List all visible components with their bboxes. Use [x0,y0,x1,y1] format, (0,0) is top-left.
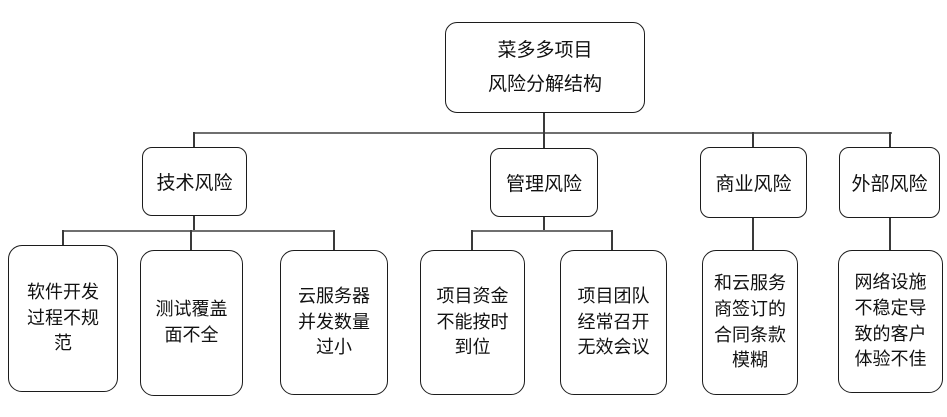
software-process-risk-label: 软件开发过程不规范 [27,282,99,355]
connector-technical-bottom [193,215,195,232]
connector-external-bottom [889,217,891,251]
connector-leaf2-drop [190,230,192,251]
node-external-risk: 外部风险 [839,147,940,218]
node-technical-risk: 技术风险 [142,147,247,216]
connector-commercial-top [752,132,754,148]
node-software-process-risk: 软件开发过程不规范 [8,245,118,392]
connector-management-bus [471,230,613,232]
node-management-risk: 管理风险 [490,148,598,217]
management-risk-label: 管理风险 [505,173,582,195]
connector-management-top [543,132,545,149]
node-network-experience-risk: 网络设施不稳定导致的客户体验不佳 [838,250,943,393]
node-contract-terms-risk: 和云服务商签订的合同条款模糊 [702,250,798,395]
connector-leaf4-drop [471,230,473,251]
node-commercial-risk: 商业风险 [700,147,807,218]
root-label-line1: 菜多多项目 [497,39,593,62]
commercial-risk-label: 商业风险 [715,173,792,195]
ineffective-meetings-risk-label: 项目团队经常召开无效会议 [577,286,650,359]
node-ineffective-meetings-risk: 项目团队经常召开无效会议 [560,250,667,395]
node-funding-risk: 项目资金不能按时到位 [420,250,525,395]
node-test-coverage-risk: 测试覆盖面不全 [140,250,243,396]
connector-management-bottom [543,216,545,232]
connector-external-top [889,132,891,148]
connector-technical-bus [62,230,335,232]
funding-risk-label: 项目资金不能按时到位 [436,286,509,359]
contract-terms-risk-label: 和云服务商签订的合同条款模糊 [714,273,786,372]
connector-technical-top [193,132,195,148]
network-experience-risk-label: 网络设施不稳定导致的客户体验不佳 [854,272,927,371]
external-risk-label: 外部风险 [851,173,928,195]
node-cloud-concurrency-risk: 云服务器并发数量过小 [280,250,388,395]
test-coverage-risk-label: 测试覆盖面不全 [155,299,228,346]
connector-leaf1-drop [62,230,64,246]
connector-commercial-bottom [752,217,754,251]
root-label-line2: 风险分解结构 [487,73,602,95]
connector-root-drop [543,112,545,133]
connector-leaf5-drop [611,230,613,251]
connector-leaf3-drop [333,230,335,251]
technical-risk-label: 技术风险 [156,172,233,194]
cloud-concurrency-risk-label: 云服务器并发数量过小 [298,286,370,359]
node-root: 菜多多项目 风险分解结构 [445,22,645,113]
